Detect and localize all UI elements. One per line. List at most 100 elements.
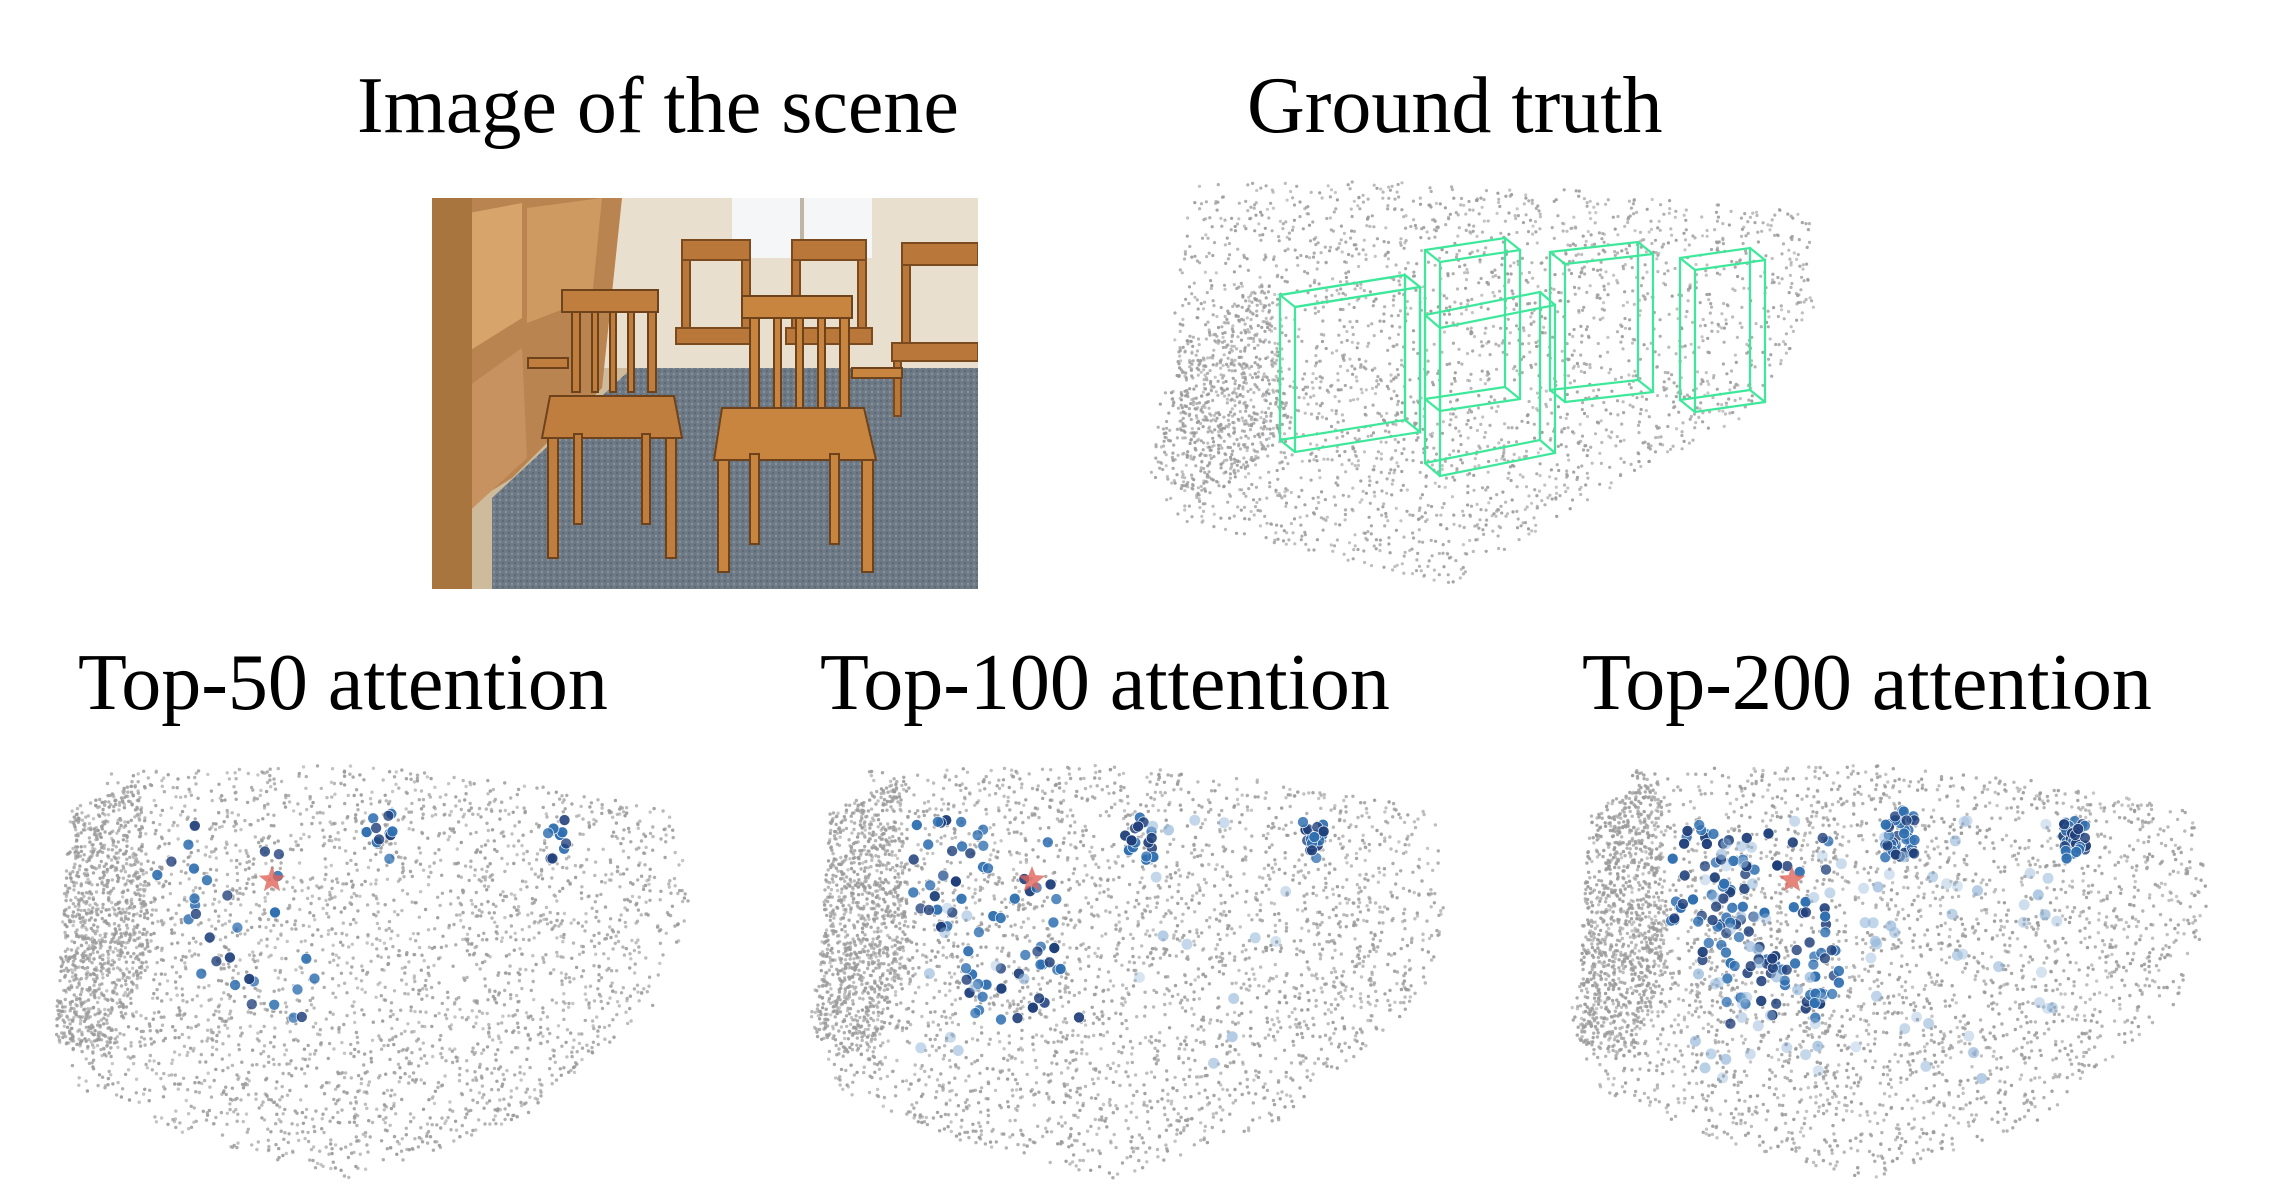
attention-point xyxy=(560,837,572,850)
attention-point xyxy=(1941,878,1953,890)
attention-point xyxy=(1911,1011,1923,1023)
bbox xyxy=(1678,246,1767,414)
bounding-boxes xyxy=(1277,236,1767,478)
top100-attention-svg xyxy=(810,763,1445,1180)
attention-point xyxy=(1781,1042,1793,1053)
attention-point xyxy=(1835,858,1847,870)
attention-point xyxy=(995,962,1007,975)
attention-point xyxy=(1820,863,1832,876)
attention-point xyxy=(1824,887,1836,899)
scene-image xyxy=(432,198,978,589)
attention-point xyxy=(1923,1018,1935,1029)
attention-point xyxy=(1735,840,1747,852)
attention-point xyxy=(1705,888,1718,901)
attention-point xyxy=(1125,834,1138,847)
attention-point xyxy=(308,972,321,985)
attention-point xyxy=(1043,956,1056,969)
point-cloud xyxy=(810,763,1445,1180)
attention-point xyxy=(2060,852,2073,865)
attention-point xyxy=(1858,882,1870,894)
bbox xyxy=(1277,272,1423,454)
attention-point xyxy=(1033,992,1045,1005)
attention-point xyxy=(1809,1011,1822,1024)
attention-point xyxy=(1208,1057,1220,1069)
attention-point xyxy=(210,955,223,967)
attention-point xyxy=(1716,848,1728,860)
attention-point xyxy=(1949,835,1961,847)
attention-point xyxy=(1689,1035,1701,1047)
attention-point xyxy=(1819,952,1831,965)
attention-point xyxy=(915,1042,927,1054)
attention-point xyxy=(907,853,920,866)
attention-point xyxy=(1865,952,1877,964)
attention-point xyxy=(1163,824,1174,836)
attention-point xyxy=(1780,964,1793,976)
attention-point xyxy=(2039,909,2051,921)
attention-point xyxy=(1725,923,1737,935)
attention-point xyxy=(1181,938,1193,950)
attention-point xyxy=(1957,948,1969,960)
attention-point xyxy=(946,906,959,919)
attention-point xyxy=(1720,838,1732,850)
bbox xyxy=(1548,240,1655,404)
attention-point xyxy=(924,879,936,892)
attention-point xyxy=(1706,914,1719,926)
attention-point xyxy=(246,998,258,1010)
attention-point xyxy=(1739,998,1752,1010)
attention-point xyxy=(1306,844,1318,857)
attention-point xyxy=(188,862,200,875)
attention-point xyxy=(1218,817,1230,829)
attention-point xyxy=(972,978,984,990)
attention-point xyxy=(1908,847,1920,860)
ground-truth-plot xyxy=(1150,180,1830,600)
attention-point xyxy=(1228,993,1240,1004)
attention-point xyxy=(945,1031,956,1043)
attention-point xyxy=(1812,1040,1824,1052)
attention-point xyxy=(1009,892,1021,905)
attention-point xyxy=(1317,825,1330,838)
attention-point xyxy=(1681,825,1694,837)
attention-point xyxy=(1027,1001,1039,1014)
attention-point xyxy=(1709,978,1721,990)
ground-truth-title: Ground truth xyxy=(1247,62,1663,150)
attention-point xyxy=(1749,911,1761,923)
attention-point xyxy=(231,921,244,934)
attention-point xyxy=(259,845,271,858)
attention-point xyxy=(960,973,973,986)
attention-point xyxy=(1145,832,1158,844)
attention-point xyxy=(1693,819,1705,831)
attention-point xyxy=(1883,868,1895,880)
attention-point xyxy=(960,962,972,974)
attention-point xyxy=(1804,971,1816,983)
attention-point xyxy=(229,979,241,991)
attention-point xyxy=(1710,900,1722,913)
attention-point xyxy=(982,862,994,875)
star-icon xyxy=(1018,866,1046,892)
attention-point xyxy=(969,1007,982,1019)
attention-point xyxy=(1709,871,1721,884)
attention-point xyxy=(1789,815,1801,827)
attention-point xyxy=(1951,949,1963,961)
attention-point xyxy=(1968,1047,1980,1059)
attention-point xyxy=(1762,827,1775,840)
attention-point xyxy=(990,960,1002,972)
attention-point xyxy=(1809,997,1821,1009)
attention-point xyxy=(189,820,201,832)
attention-points xyxy=(151,807,572,1024)
attention-point xyxy=(151,869,164,881)
attention-point xyxy=(1771,971,1782,983)
attention-point xyxy=(961,910,973,922)
attention-point xyxy=(1789,957,1801,970)
attention-point xyxy=(1819,926,1832,939)
top200-attention-svg xyxy=(1570,764,2208,1179)
attention-point xyxy=(1687,893,1699,906)
attention-point xyxy=(1736,998,1748,1010)
attention-point xyxy=(1132,820,1144,833)
attention-point xyxy=(1226,1031,1238,1043)
attention-point xyxy=(2070,846,2083,858)
attention-point xyxy=(1753,957,1765,969)
attention-point xyxy=(546,852,559,865)
attention-point xyxy=(1898,827,1910,840)
attention-point xyxy=(1720,927,1733,939)
attention-point xyxy=(1724,1017,1737,1030)
